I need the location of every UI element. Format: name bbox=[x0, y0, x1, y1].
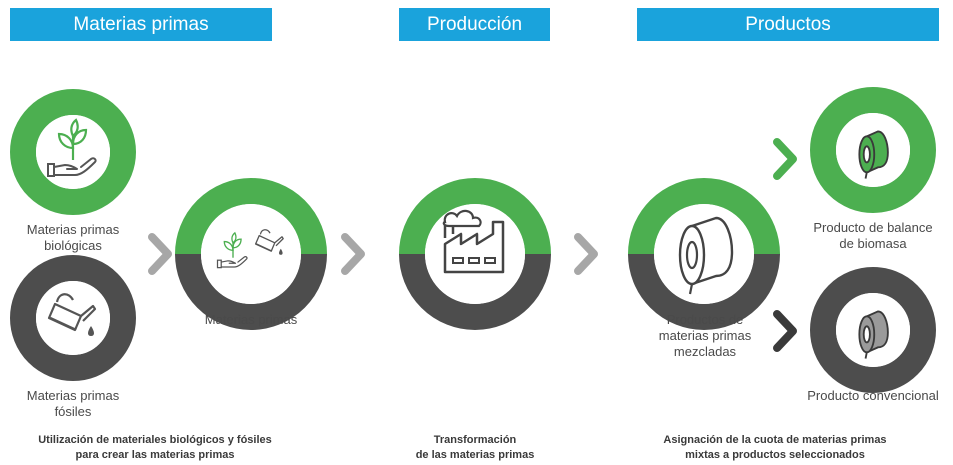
bio-raw-materials-node bbox=[10, 89, 136, 215]
conventional-product-node bbox=[810, 267, 936, 393]
arrow-right-icon bbox=[574, 233, 598, 275]
label-mixed-raw-materials: Materias primas bbox=[204, 312, 298, 327]
fossil-raw-materials-node bbox=[10, 255, 136, 381]
caption-products: Asignación de la cuota de materias prima… bbox=[663, 434, 887, 461]
mixed-raw-materials-node bbox=[175, 178, 327, 330]
arrow-right-icon bbox=[148, 233, 172, 275]
arrow-right-icon bbox=[341, 233, 365, 275]
arrow-right-dark-icon bbox=[773, 310, 797, 352]
caption-raw-materials: Utilización de materiales biológicos y f… bbox=[38, 434, 272, 461]
header-products: Productos bbox=[637, 8, 939, 41]
header-raw-materials: Materias primas bbox=[10, 8, 272, 41]
production-node bbox=[399, 178, 551, 330]
label-conventional-product: Producto convencional bbox=[807, 388, 939, 403]
header-production: Producción bbox=[399, 8, 550, 41]
biomass-product-node bbox=[810, 87, 936, 213]
arrow-right-green-icon bbox=[773, 138, 797, 180]
mixed-products-node bbox=[628, 178, 780, 330]
